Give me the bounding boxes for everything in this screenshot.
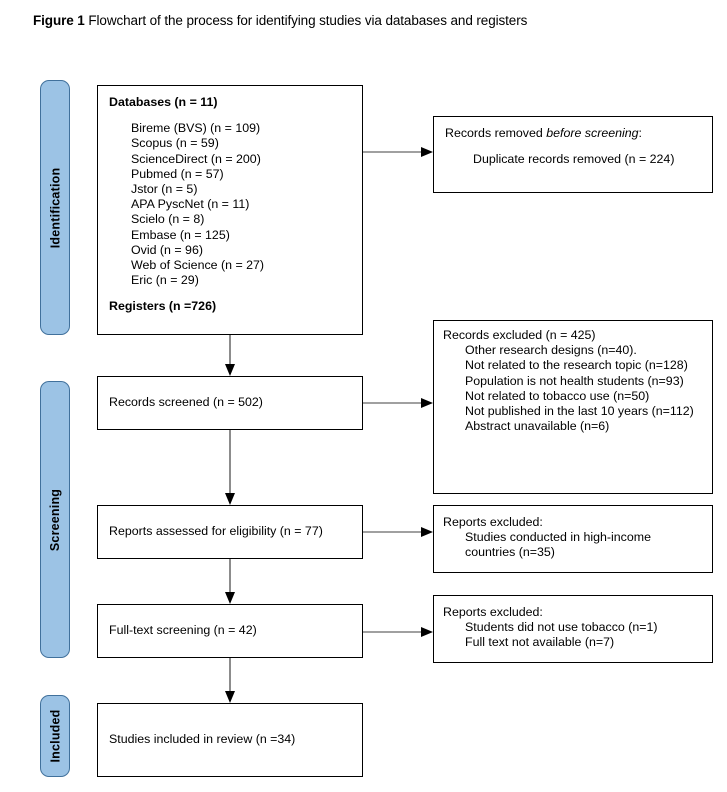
reports-excluded-fulltext-item-no-tobacco: Students did not use tobacco (n=1): [465, 620, 658, 635]
source-item-sciencedirect: ScienceDirect (n = 200): [131, 151, 261, 166]
connector-full-text-to-reports-excluded: [363, 626, 435, 638]
connector-records-screened-to-records-excluded: [363, 397, 435, 409]
reports-excluded-eligibility-item-high-income: Studies conducted in high-income countri…: [465, 530, 651, 560]
figure-caption-text: Flowchart of the process for identifying…: [88, 13, 528, 28]
box-reports-excluded-fulltext: Reports excluded: Students did not use t…: [433, 595, 713, 663]
studies-included-label: Studies included in review (n =34): [109, 732, 296, 747]
records-excluded-heading: Records excluded (n = 425): [443, 328, 596, 342]
source-item-embase: Embase (n = 125): [131, 227, 230, 242]
box-reports-excluded-eligibility: Reports excluded: Studies conducted in h…: [433, 505, 713, 573]
source-item-scopus: Scopus (n = 59): [131, 136, 219, 151]
records-excluded-item-not-published: Not published in the last 10 years (n=11…: [465, 404, 694, 419]
records-removed-heading: Records removed before screening:: [445, 126, 701, 141]
box-records-removed: Records removed before screening: Duplic…: [433, 116, 713, 193]
phase-tab-included-label: Included: [48, 709, 62, 763]
box-records-excluded: Records excluded (n = 425) Other researc…: [433, 320, 713, 494]
box-identification-sources: Databases (n = 11) Bireme (BVS) (n = 109…: [97, 85, 363, 335]
connector-full-text-to-studies-included: [224, 658, 236, 704]
records-excluded-item-not-tobacco: Not related to tobacco use (n=50): [465, 388, 650, 403]
source-item-apa-pyscnet: APA PyscNet (n = 11): [131, 197, 250, 212]
source-item-ovid: Ovid (n = 96): [131, 242, 203, 257]
records-removed-heading-suffix: :: [638, 126, 642, 140]
connector-reports-assessed-to-reports-excluded: [363, 526, 435, 538]
source-item-eric: Eric (n = 29): [131, 273, 199, 288]
box-full-text-screening: Full-text screening (n = 42): [97, 604, 363, 658]
records-excluded-item-not-related-topic: Not related to the research topic (n=128…: [465, 358, 688, 373]
phase-tab-screening: Screening: [40, 381, 70, 658]
box-reports-assessed: Reports assessed for eligibility (n = 77…: [97, 505, 363, 559]
records-excluded-item-other-designs: Other research designs (n=40).: [465, 343, 637, 358]
box-studies-included: Studies included in review (n =34): [97, 703, 363, 777]
connector-records-screened-to-reports-assessed: [224, 430, 236, 506]
connector-sources-to-records-removed: [363, 146, 435, 158]
box-records-screened: Records screened (n = 502): [97, 376, 363, 430]
registers-title: Registers (n =726): [109, 299, 217, 314]
source-item-pubmed: Pubmed (n = 57): [131, 166, 224, 181]
databases-title: Databases (n = 11): [109, 95, 218, 109]
phase-tab-screening-label: Screening: [48, 488, 62, 551]
full-text-screening-label: Full-text screening (n = 42): [109, 623, 257, 638]
records-screened-label: Records screened (n = 502): [109, 395, 263, 410]
phase-tab-included: Included: [40, 695, 70, 777]
source-item-bireme: Bireme (BVS) (n = 109): [131, 121, 261, 136]
records-excluded-item-abstract-unavailable: Abstract unavailable (n=6): [465, 419, 610, 434]
phase-tab-identification: Identification: [40, 80, 70, 335]
reports-excluded-fulltext-heading: Reports excluded:: [443, 605, 543, 619]
figure-label: Figure 1: [33, 13, 85, 28]
source-item-jstor: Jstor (n = 5): [131, 182, 198, 197]
reports-excluded-eligibility-heading: Reports excluded:: [443, 515, 543, 529]
connector-sources-to-records-screened: [224, 335, 236, 377]
reports-assessed-label: Reports assessed for eligibility (n = 77…: [109, 524, 323, 539]
records-excluded-item-population: Population is not health students (n=93): [465, 373, 684, 388]
records-removed-heading-italic: before screening: [546, 126, 639, 140]
source-item-scielo: Scielo (n = 8): [131, 212, 205, 227]
connector-reports-assessed-to-full-text: [224, 559, 236, 605]
records-removed-heading-prefix: Records removed: [445, 126, 547, 140]
source-item-web-of-science: Web of Science (n = 27): [131, 258, 265, 273]
phase-tab-identification-label: Identification: [48, 167, 63, 248]
duplicate-records-removed: Duplicate records removed (n = 224): [473, 152, 675, 167]
reports-excluded-fulltext-item-no-full-text: Full text not available (n=7): [465, 635, 615, 650]
figure-caption: Figure 1 Flowchart of the process for id…: [33, 12, 527, 29]
